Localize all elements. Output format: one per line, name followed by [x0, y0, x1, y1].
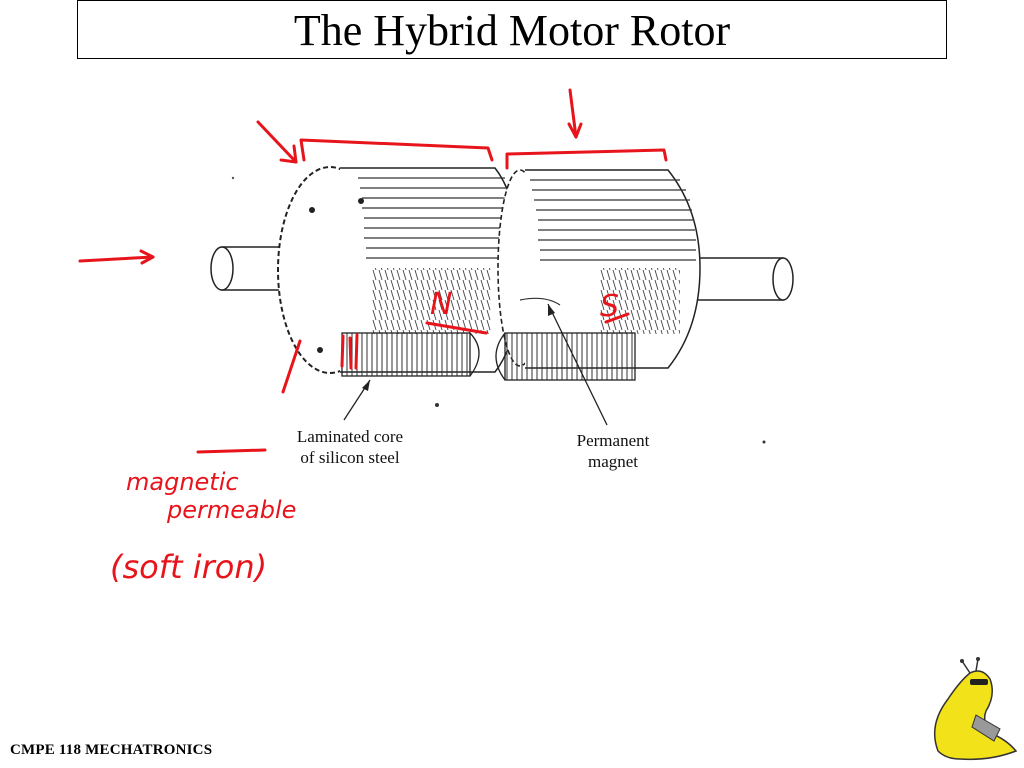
red-handwritten-text: N S magnetic permeable (soft iron) [110, 287, 619, 586]
red-bracket-right [505, 148, 668, 170]
rotor-cup-right [497, 169, 701, 369]
red-arrow-top-right [568, 88, 578, 139]
red-arrow-left [78, 255, 155, 263]
note-line-3: (soft iron) [110, 548, 267, 586]
label-permanent-magnet-line1: Permanent [576, 431, 650, 450]
slug-mascot-logo [933, 657, 1018, 761]
label-laminated-core: Laminated core of silicon steel [270, 426, 430, 468]
footer-course-label: CMPE 118 MECHATRONICS [10, 742, 213, 758]
label-laminated-core-line2: of silicon steel [300, 448, 400, 467]
leader-laminated-core-arrowhead [362, 380, 370, 391]
pole-label-n: N [430, 287, 452, 322]
slide-title: The Hybrid Motor Rotor [293, 5, 731, 55]
red-stroke-lower-left [281, 339, 302, 394]
red-underline-left [196, 448, 267, 454]
note-line-1: magnetic [126, 468, 239, 496]
red-underline-n [425, 321, 488, 335]
red-arrow-top-left [256, 120, 298, 164]
red-annotations [78, 88, 668, 454]
shaft-right [679, 257, 794, 301]
leader-permanent-magnet [547, 303, 608, 426]
laminated-strip [341, 332, 636, 381]
title-box: The Hybrid Motor Rotor [77, 0, 947, 59]
leader-permanent-magnet-arrowhead [548, 304, 555, 316]
label-laminated-core-line1: Laminated core [296, 427, 404, 446]
note-line-2: permeable [166, 496, 296, 524]
pole-label-s: S [600, 289, 619, 324]
red-bracket-left [299, 138, 494, 162]
label-permanent-magnet: Permanent magnet [548, 430, 678, 472]
label-permanent-magnet-line2: magnet [587, 452, 639, 471]
permanent-magnet-body [519, 297, 561, 306]
